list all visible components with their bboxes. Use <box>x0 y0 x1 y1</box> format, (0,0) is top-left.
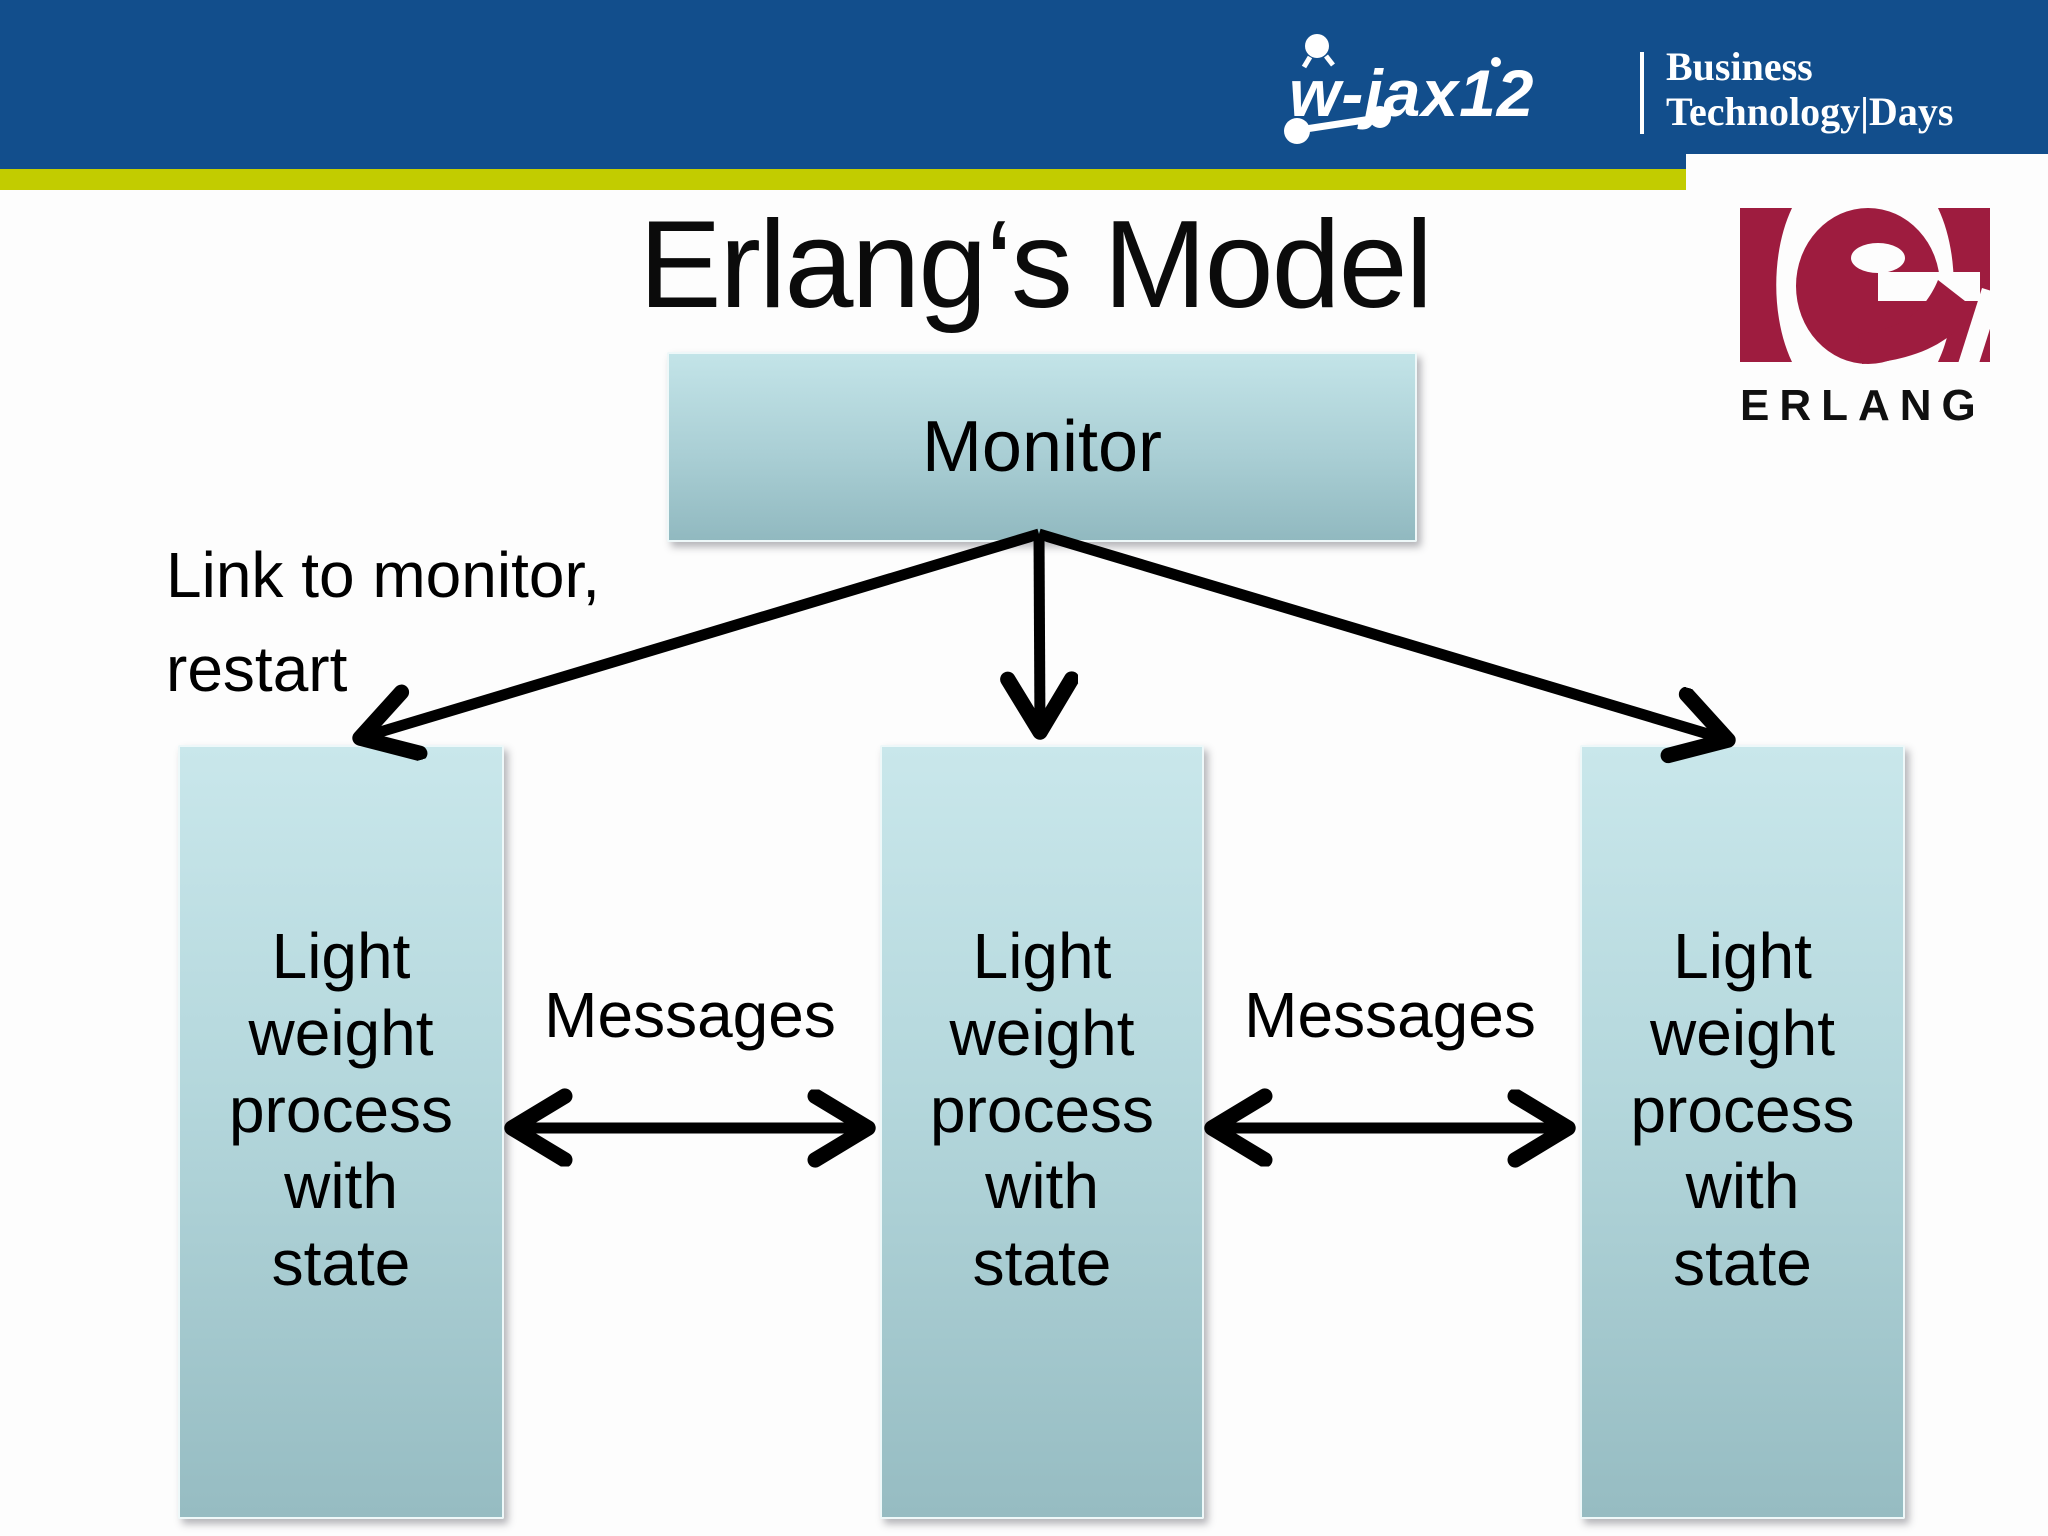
process-line: weight <box>248 996 434 1069</box>
link-note-line1: Link to monitor, <box>166 539 600 611</box>
process-box-right-label: Light weight process with state <box>1630 918 1854 1302</box>
process-box-middle-label: Light weight process with state <box>930 918 1154 1302</box>
wjax-wordmark: w-jax12 <box>1289 56 1534 130</box>
messages-label-left: Messages <box>544 979 836 1051</box>
process-line: weight <box>949 996 1135 1069</box>
process-line: with <box>985 1150 1099 1223</box>
process-line: process <box>228 1073 454 1146</box>
process-line: process <box>929 1073 1155 1146</box>
process-line: with <box>1685 1150 1800 1223</box>
process-box-left: Light weight process with state <box>178 745 504 1519</box>
erlang-wordmark: ERLANG <box>1740 381 1986 430</box>
process-line: with <box>284 1150 398 1223</box>
brand-text: Business Technology|Days <box>1666 44 1953 134</box>
brand-line1: Business <box>1666 44 1813 89</box>
slide-title: Erlang‘s Model <box>638 196 1433 334</box>
process-line: state <box>972 1227 1112 1300</box>
brand-line2: Technology|Days <box>1666 89 1954 135</box>
wjax-logo-icon: w-jax12 <box>1284 34 1534 144</box>
arrow-monitor-to-middle <box>1039 533 1040 732</box>
process-line: state <box>1673 1227 1812 1300</box>
header-accent-stripe <box>0 169 1686 190</box>
process-box-middle: Light weight process with state <box>880 745 1204 1519</box>
arrow-monitor-to-right <box>1037 528 1728 740</box>
link-note: Link to monitor, restart <box>166 528 600 716</box>
brand-divider <box>1640 52 1644 134</box>
header-bar-lower <box>0 153 1686 169</box>
process-line: Light <box>972 920 1112 992</box>
erlang-logo: ERLANG <box>1740 204 2001 431</box>
link-note-line2: restart <box>166 633 348 706</box>
monitor-box: Monitor <box>667 352 1417 542</box>
process-line: weight <box>1650 996 1835 1069</box>
process-line: state <box>271 1227 411 1300</box>
process-line: Light <box>1673 920 1812 992</box>
erlang-mark-icon <box>1740 208 2001 376</box>
monitor-label: Monitor <box>921 407 1163 487</box>
header-bar <box>0 0 2048 154</box>
process-line: process <box>1630 1073 1855 1146</box>
messages-label-right: Messages <box>1244 979 1536 1051</box>
process-box-left-label: Light weight process with state <box>229 918 453 1302</box>
process-box-right: Light weight process with state <box>1580 745 1905 1519</box>
process-line: Light <box>271 920 411 992</box>
